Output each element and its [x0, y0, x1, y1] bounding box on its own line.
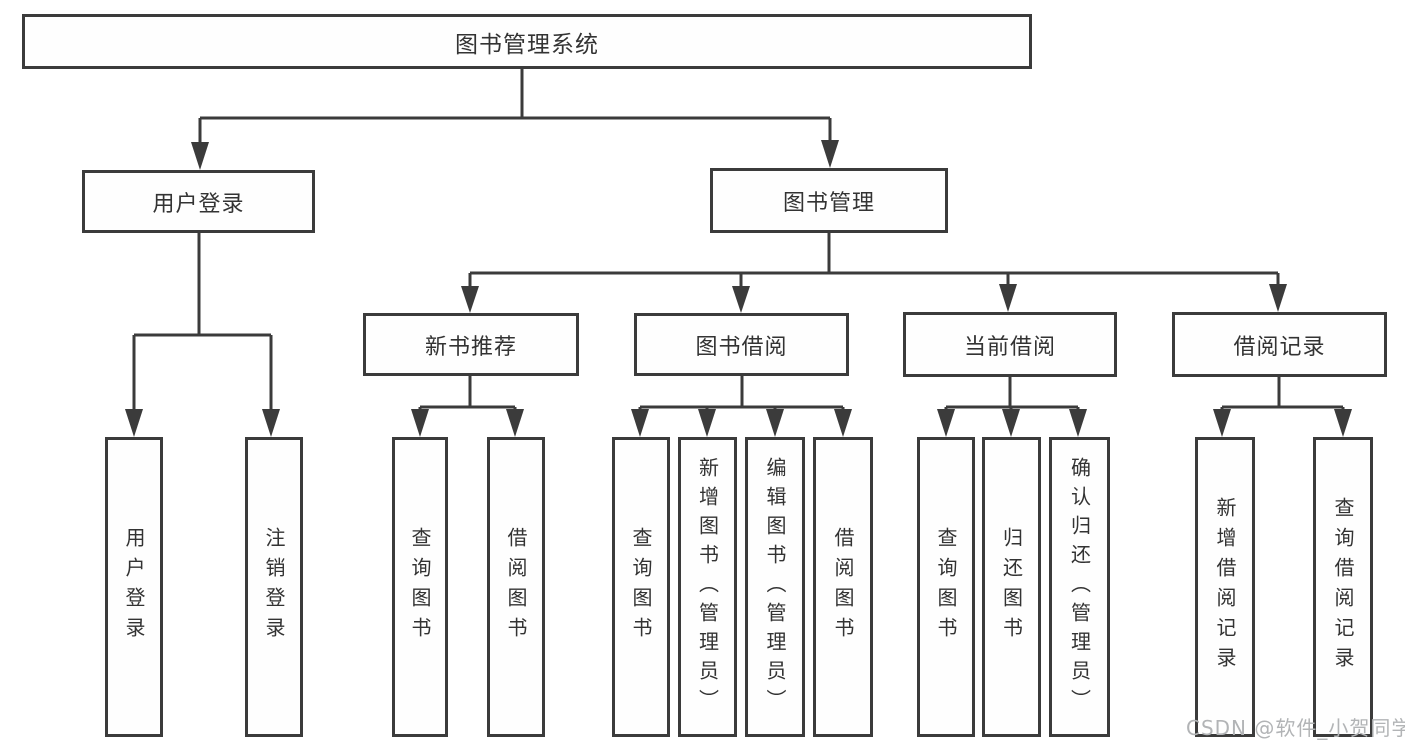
- connector-root-to-level2: [191, 68, 839, 170]
- arrowhead: [461, 286, 479, 313]
- csdn-watermark: CSDN @软件_小贺同学: [1186, 716, 1405, 740]
- arrowhead: [698, 409, 716, 437]
- arrowhead: [1002, 409, 1020, 437]
- connector-login-to-leaves: [125, 233, 280, 437]
- node-library-management-system: 图书管理系统: [22, 14, 1032, 69]
- node-label: 借阅记录: [1233, 334, 1326, 360]
- leaf-logout: 注销登录: [245, 437, 303, 737]
- leaf-borrow-books: 借阅图书: [813, 437, 873, 737]
- arrowhead: [999, 284, 1017, 312]
- leaf-borrow-books: 借阅图书: [487, 437, 545, 737]
- leaf-label: 借阅图书: [831, 527, 855, 647]
- leaf-query-books: 查询图书: [917, 437, 975, 737]
- node-new-book-recommend: 新书推荐: [363, 313, 579, 376]
- connector-recommend-to-leaves: [411, 376, 524, 437]
- leaf-confirm-return-admin: 确认归还（管理员）: [1049, 437, 1110, 737]
- leaf-label: 确认归还（管理员）: [1067, 456, 1092, 718]
- leaf-label: 查询借阅记录: [1331, 497, 1355, 677]
- leaf-label: 新增图书（管理员）: [695, 456, 720, 718]
- leaf-label: 查询图书: [934, 527, 958, 647]
- leaf-label: 新增借阅记录: [1213, 497, 1237, 677]
- leaf-user-login: 用户登录: [105, 437, 163, 737]
- arrowhead: [766, 409, 784, 437]
- leaf-label: 用户登录: [122, 527, 146, 647]
- leaf-add-borrow-record: 新增借阅记录: [1195, 437, 1255, 737]
- arrowhead: [411, 409, 429, 437]
- arrowhead: [191, 142, 209, 170]
- leaf-query-books: 查询图书: [392, 437, 448, 737]
- arrowhead: [834, 409, 852, 437]
- leaf-label: 编辑图书（管理员）: [763, 456, 787, 718]
- node-book-management: 图书管理: [710, 168, 948, 233]
- leaf-add-books-admin: 新增图书（管理员）: [678, 437, 737, 737]
- connector-current-to-leaves: [937, 377, 1087, 437]
- leaf-label: 借阅图书: [504, 527, 528, 647]
- node-book-borrow: 图书借阅: [634, 313, 849, 376]
- leaf-label: 查询图书: [408, 527, 432, 647]
- connector-manage-to-level3: [461, 233, 1287, 313]
- arrowhead: [732, 286, 750, 313]
- leaf-edit-books-admin: 编辑图书（管理员）: [745, 437, 805, 737]
- node-user-login: 用户登录: [82, 170, 315, 233]
- arrowhead: [125, 409, 143, 437]
- leaf-query-books: 查询图书: [612, 437, 670, 737]
- arrowhead: [262, 409, 280, 437]
- node-label: 当前借阅: [963, 334, 1056, 360]
- node-label: 新书推荐: [424, 334, 517, 360]
- leaf-label: 注销登录: [262, 527, 286, 647]
- arrowhead: [821, 140, 839, 168]
- node-label: 图书管理系统: [455, 31, 599, 58]
- node-borrow-records: 借阅记录: [1172, 312, 1387, 377]
- node-label: 用户登录: [152, 191, 245, 217]
- node-label: 图书管理: [782, 190, 875, 216]
- leaf-label: 查询图书: [629, 527, 653, 647]
- arrowhead: [1334, 409, 1352, 437]
- leaf-query-borrow-record: 查询借阅记录: [1313, 437, 1373, 737]
- arrowhead: [1213, 409, 1231, 437]
- arrowhead: [1269, 284, 1287, 312]
- node-current-borrow: 当前借阅: [903, 312, 1117, 377]
- node-label: 图书借阅: [695, 334, 788, 360]
- arrowhead: [937, 409, 955, 437]
- arrowhead: [506, 409, 524, 437]
- leaf-return-books: 归还图书: [982, 437, 1041, 737]
- connector-records-to-leaves: [1213, 377, 1352, 437]
- arrowhead: [631, 409, 649, 437]
- connector-borrow-to-leaves: [631, 376, 852, 437]
- arrowhead: [1069, 409, 1087, 437]
- leaf-label: 归还图书: [999, 527, 1024, 647]
